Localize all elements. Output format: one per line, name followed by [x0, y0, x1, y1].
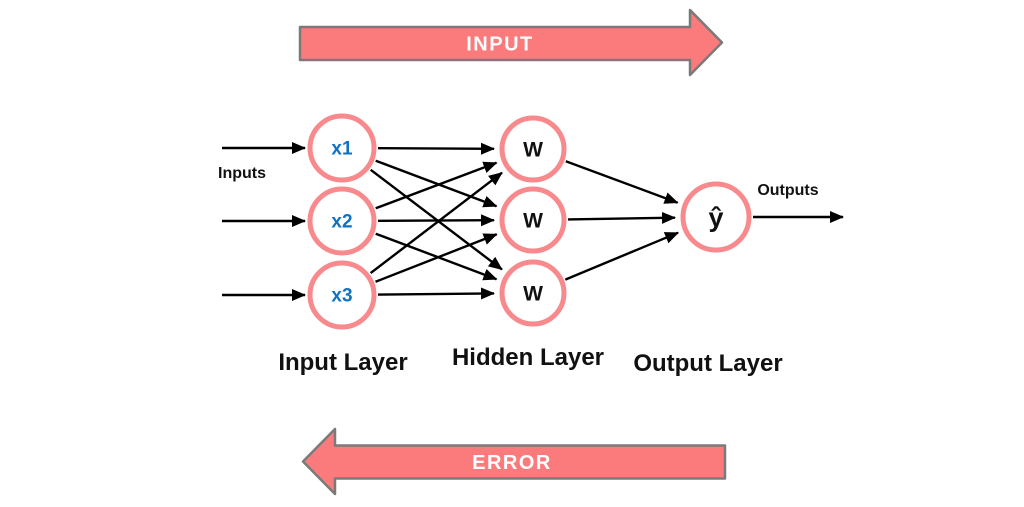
outputs-label: Outputs: [757, 182, 818, 199]
input-banner-arrow: [298, 8, 724, 77]
error-banner-arrow: [301, 427, 727, 496]
edge-x1-w2: [375, 159, 498, 208]
node-w1-label: W: [523, 138, 543, 161]
inputs-label: Inputs: [218, 165, 266, 182]
edge-x3-w2: [375, 233, 498, 283]
node-w1: [499, 115, 567, 183]
edge-w3-yhat: [564, 231, 680, 281]
node-w3-label: W: [523, 282, 543, 305]
node-w3: [499, 259, 567, 327]
edge-x2-w3: [375, 232, 498, 281]
edges-layer: [222, 142, 844, 301]
edge-x3-w1: [369, 171, 503, 275]
input-banner-label: INPUT: [466, 34, 534, 56]
node-yhat: [680, 181, 752, 253]
node-x1-label: x1: [331, 139, 353, 160]
node-w2-label: W: [523, 209, 543, 232]
node-x3-label: x3: [331, 286, 352, 307]
edge-w2-yhat: [567, 211, 676, 224]
edge-x2-w1: [375, 161, 498, 210]
nodes-layer: x1 x2 x3 W W Wŷ: [307, 113, 752, 330]
node-w2: [499, 186, 567, 254]
error-banner-label: ERROR: [472, 452, 552, 474]
hidden-layer-label: Hidden Layer: [452, 344, 604, 371]
node-x2: [307, 186, 377, 256]
node-yhat-label: ŷ: [708, 202, 723, 232]
edge-x1-w1: [377, 142, 495, 155]
node-x3: [307, 260, 377, 330]
edge-x3-w3: [377, 287, 495, 300]
node-x1: [307, 113, 377, 183]
edge-x2-w2: [377, 214, 495, 227]
edge-w1-yhat: [565, 160, 679, 204]
input-layer-label: Input Layer: [278, 349, 407, 376]
output-layer-label: Output Layer: [633, 350, 782, 377]
node-x2-label: x2: [331, 212, 352, 233]
